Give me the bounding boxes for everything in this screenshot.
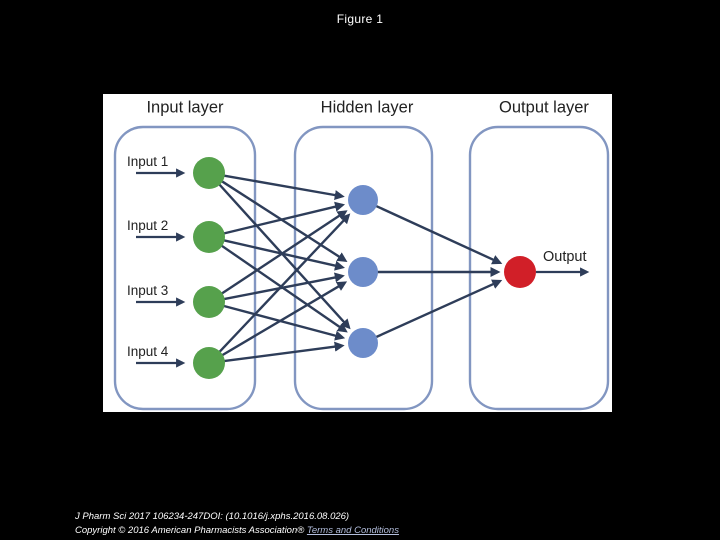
edge-input3-hidden2: [222, 272, 345, 301]
neuron-nodes: [193, 157, 536, 379]
hidden-node-2: [348, 257, 378, 287]
connection-edges: [217, 174, 503, 363]
input-output-arrows: [136, 168, 590, 368]
input-layer-box: [113, 125, 257, 411]
edge-input1-hidden2: [220, 179, 348, 263]
figure-title: Figure 1: [336, 12, 384, 26]
edge-input1-hidden1: [222, 174, 345, 201]
neural-network-diagram: Input layer Hidden layer Output layer In…: [113, 99, 610, 411]
input-label-1: Input 1: [127, 154, 168, 169]
terms-and-conditions-link[interactable]: Terms and Conditions: [306, 524, 399, 536]
hidden-node-3: [348, 328, 378, 358]
output-label: Output: [543, 249, 587, 265]
layer-headers: Input layer Hidden layer Output layer: [146, 99, 589, 117]
hidden-node-1: [348, 185, 378, 215]
edge-hidden1-output: [374, 204, 503, 265]
edge-input3-hidden1: [220, 210, 348, 296]
hidden-layer-header: Hidden layer: [321, 99, 414, 117]
input-labels: Input 1 Input 2 Input 3 Input 4: [127, 154, 169, 359]
citation-footer: J Pharm Sci 2017 106234-247DOI: (10.1016…: [75, 510, 399, 537]
edge-input4-hidden2: [220, 281, 348, 357]
citation-line: J Pharm Sci 2017 106234-247DOI: (10.1016…: [75, 511, 350, 522]
edge-input2-hidden1: [222, 201, 346, 235]
input-node-3: [193, 286, 225, 318]
input-layer-header: Input layer: [146, 99, 224, 117]
output-layer-box: [468, 125, 610, 411]
edge-input4-hidden1: [217, 213, 351, 354]
input-label-3: Input 3: [127, 283, 168, 298]
input-node-4: [193, 347, 225, 379]
edge-input4-hidden3: [222, 341, 345, 363]
output-node: [504, 256, 536, 288]
edge-hidden3-output: [374, 279, 503, 339]
input-node-2: [193, 221, 225, 253]
output-layer-header: Output layer: [499, 99, 589, 117]
input-label-4: Input 4: [127, 344, 169, 359]
copyright-line: Copyright © 2016 American Pharmacists As…: [75, 524, 399, 538]
input-node-1: [193, 157, 225, 189]
edge-input3-hidden3: [222, 304, 346, 341]
input-label-2: Input 2: [127, 218, 168, 233]
copyright-text: Copyright © 2016 American Pharmacists As…: [75, 524, 307, 536]
edge-input1-hidden3: [217, 182, 351, 330]
figure-panel: Input layer Hidden layer Output layer In…: [103, 94, 612, 412]
